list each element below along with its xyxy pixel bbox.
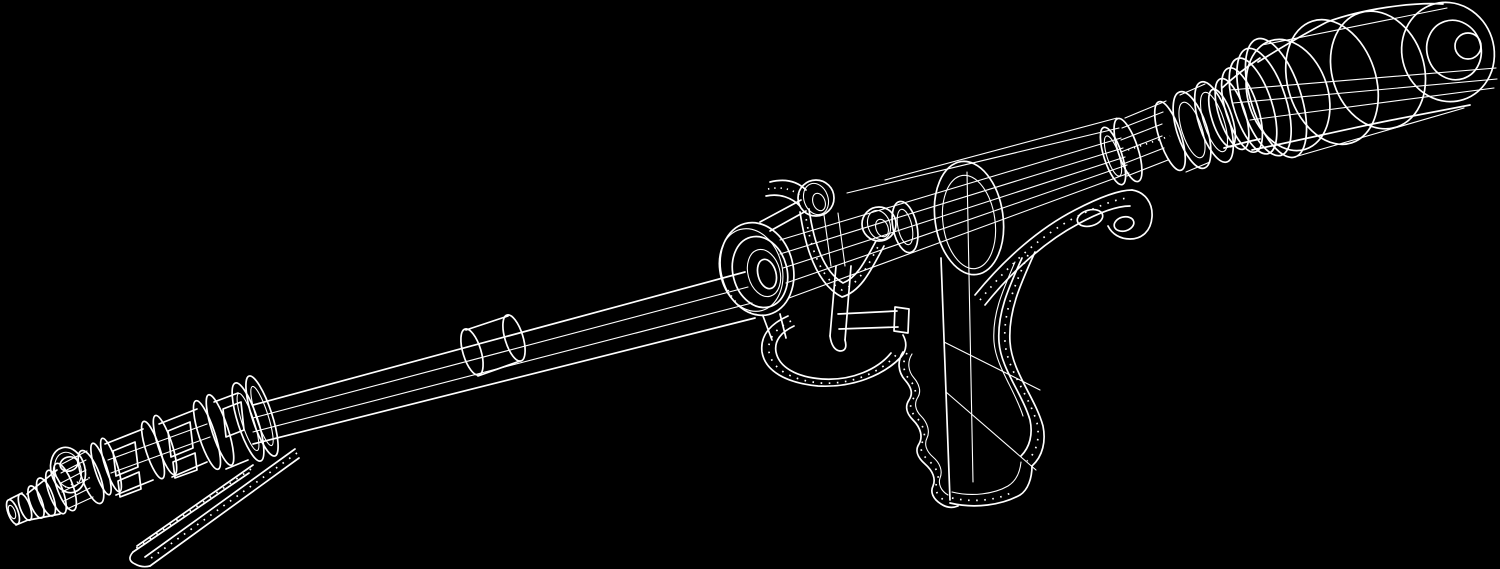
flange-outer-ring xyxy=(719,221,795,317)
canister-bottom-silhouette xyxy=(1251,104,1471,151)
neck-bottom xyxy=(1223,138,1261,149)
guard-inner xyxy=(774,325,892,381)
yoke-outer xyxy=(799,211,885,298)
taper-rings xyxy=(1207,37,1308,159)
stack-ring xyxy=(1099,126,1127,186)
rear-canister xyxy=(1229,1,1498,157)
guard-hatch xyxy=(767,320,897,385)
flange-mid-ring xyxy=(731,235,789,309)
knurl-crosshatch xyxy=(1127,135,1171,151)
grip-bottom-outer xyxy=(949,465,1033,507)
barrel-bottom-line xyxy=(252,317,756,445)
saddle-band-inner xyxy=(984,205,1131,306)
dome-outer xyxy=(933,160,1005,276)
grip-front-vertical-1 xyxy=(940,257,951,501)
window-drum-c xyxy=(213,392,249,470)
canister-section-2 xyxy=(1284,18,1380,146)
canister-top-silhouette xyxy=(1257,2,1444,63)
saddle-band-outer xyxy=(974,189,1133,296)
grip-front-scallops-outer xyxy=(898,351,959,509)
washer-pair-3 xyxy=(192,393,235,471)
grip-diagonal-2 xyxy=(945,391,1037,471)
pump-yoke xyxy=(765,179,885,298)
tube-lines xyxy=(779,117,1130,299)
saddle-lower xyxy=(765,194,801,207)
end-cap-inner xyxy=(1425,19,1483,81)
grip-front-hatch xyxy=(903,352,945,501)
muzzle-bore-line-2 xyxy=(110,436,211,474)
knurl-drum-right xyxy=(1153,100,1187,172)
saddle-hole-2 xyxy=(1113,215,1135,233)
guard-outer xyxy=(760,315,907,388)
muzzle-stack xyxy=(5,375,279,526)
neck-top xyxy=(1221,57,1261,89)
window-drum-a xyxy=(104,428,154,498)
yoke-inner xyxy=(808,208,877,284)
rear-knob-stack xyxy=(1099,80,1235,186)
barrel-lance xyxy=(252,271,756,445)
flange-inner-ring xyxy=(746,248,782,298)
receiver-dome xyxy=(933,160,1041,501)
bail-lower-hatch xyxy=(146,452,298,562)
knurl-drum-left xyxy=(1113,117,1143,183)
saddle-hole-1 xyxy=(1076,208,1104,228)
barrel-top-line xyxy=(252,271,746,406)
grip-front-scallops-inner xyxy=(908,353,949,496)
saddle-end-cap xyxy=(1107,189,1153,240)
flange-bore xyxy=(756,258,778,290)
window-drum-b xyxy=(158,408,208,479)
grip-rear-inner xyxy=(997,257,1032,457)
yoke-hatch xyxy=(804,210,881,291)
grip-rear-outer xyxy=(1008,251,1045,467)
hose-nipple xyxy=(1454,32,1482,60)
trigger-pin xyxy=(837,306,910,334)
ball-knob-front xyxy=(797,179,846,267)
trigger-guard xyxy=(760,315,907,388)
muzzle-end-flange xyxy=(231,375,279,462)
bail-vertex xyxy=(129,551,151,568)
flange-left-rim xyxy=(718,228,784,312)
grip-bottom-inner xyxy=(951,461,1022,495)
grip-bottom-hatch xyxy=(951,490,1015,502)
barrel-collar xyxy=(460,314,526,377)
nozzle-tip xyxy=(5,492,33,526)
mount-flange xyxy=(718,199,807,341)
grip-rear-line3 xyxy=(993,261,1024,417)
trigger xyxy=(829,265,852,352)
washer-1 xyxy=(1172,90,1212,170)
line-eyelet xyxy=(49,446,87,494)
flange-mesh xyxy=(727,289,766,317)
eyelet-hole xyxy=(59,455,79,473)
cocking-knob xyxy=(891,200,919,254)
canister-section-1 xyxy=(1245,38,1331,152)
ball-knob-rear xyxy=(861,206,897,242)
saddle-upper xyxy=(769,179,807,191)
trigger-foot xyxy=(829,335,847,352)
barrel-inner-line-1 xyxy=(252,286,749,419)
grip-diagonal-1 xyxy=(943,341,1041,391)
dome-inner xyxy=(941,174,997,270)
muzzle-bore-line-1 xyxy=(107,423,208,461)
end-cap xyxy=(1400,1,1496,103)
pistol-grip xyxy=(898,251,1045,509)
pin-head xyxy=(893,306,910,334)
cone-ribs xyxy=(26,469,68,521)
grip-saddle xyxy=(974,189,1153,306)
wire-bail xyxy=(129,448,300,568)
grip-front-vertical-2 xyxy=(966,171,974,483)
